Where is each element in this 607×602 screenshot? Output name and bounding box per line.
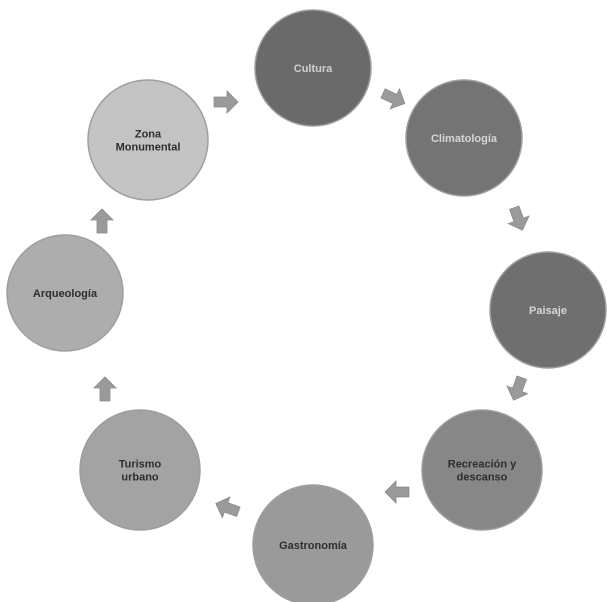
cycle-arrow-6 — [94, 377, 116, 401]
cycle-arrow-1 — [378, 83, 409, 113]
cycle-node-label-line: descanso — [457, 472, 508, 484]
cycle-node-label-line: Monumental — [116, 142, 181, 154]
cycle-node-label-line: Climatología — [431, 133, 498, 145]
cycle-node-label-line: Cultura — [294, 63, 333, 75]
cycle-arrow-4 — [385, 481, 409, 503]
cycle-arrow-7 — [91, 209, 113, 233]
cycle-node-label-line: Gastronomía — [279, 540, 348, 552]
cycle-node-5: Gastronomía — [253, 485, 373, 602]
cycle-arrow-3 — [503, 374, 532, 404]
cycle-node-label-line: Paisaje — [529, 305, 567, 317]
cycle-arrow-5 — [212, 493, 242, 522]
cycle-node-2: Climatología — [406, 80, 522, 196]
cycle-arrow-8 — [214, 91, 238, 113]
cycle-node-1: Cultura — [255, 10, 371, 126]
cycle-node-label-line: urbano — [121, 472, 159, 484]
cycle-node-label: Climatología — [431, 133, 498, 145]
cycle-node-label: Arqueología — [33, 288, 98, 300]
cycle-arrow-2 — [504, 204, 533, 234]
cycle-node-label-line: Zona — [135, 129, 162, 141]
cycle-node-label-line: Recreación y — [448, 459, 517, 471]
cycle-node-label-line: Turismo — [119, 459, 162, 471]
cycle-node-label-line: Arqueología — [33, 288, 98, 300]
cycle-node-label: Gastronomía — [279, 540, 348, 552]
cycle-node-label: Paisaje — [529, 305, 567, 317]
cycle-node-label: Cultura — [294, 63, 333, 75]
cycle-node-3: Paisaje — [490, 252, 606, 368]
cycle-node-7: Arqueología — [7, 235, 123, 351]
